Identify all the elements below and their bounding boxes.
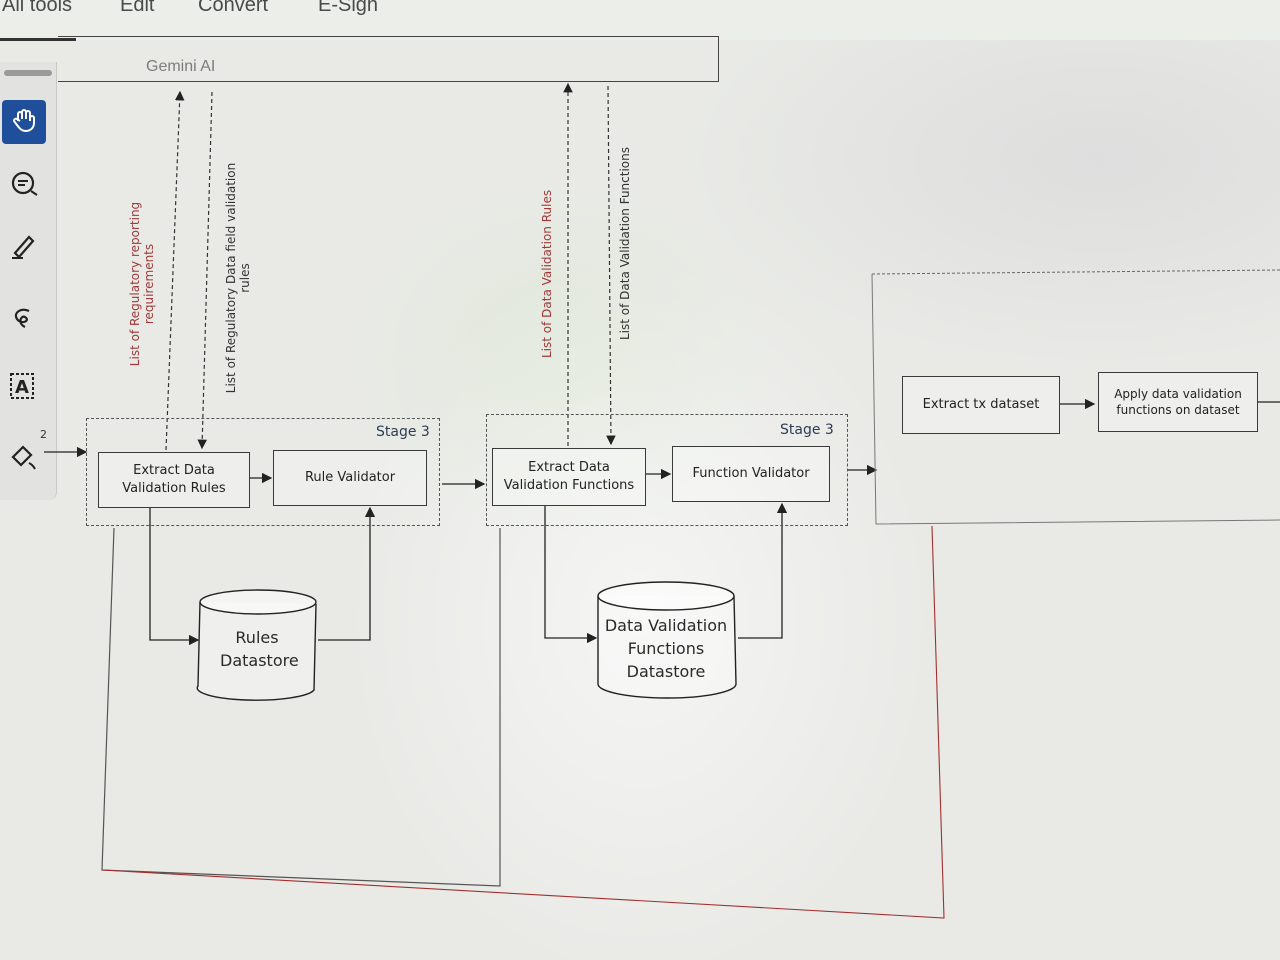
rule-validator-box[interactable]: Rule Validator bbox=[273, 450, 427, 506]
apply-functions-box[interactable]: Apply data validation functions on datas… bbox=[1098, 372, 1258, 432]
stage-rules-label: Stage 3 bbox=[376, 424, 430, 440]
highlight-tool-button[interactable] bbox=[2, 226, 46, 270]
gemini-ai-swimlane bbox=[58, 36, 719, 82]
draw-tool-button[interactable] bbox=[2, 298, 46, 342]
swimlane-title: Gemini AI bbox=[146, 58, 216, 75]
draw-loop-icon bbox=[9, 303, 39, 337]
stage-functions-container bbox=[486, 414, 848, 526]
menu-all-tools[interactable]: All tools bbox=[2, 0, 73, 16]
fill-sign-icon bbox=[9, 443, 39, 477]
hand-tool-button[interactable] bbox=[2, 100, 46, 144]
rules-datastore[interactable]: Rules Datastore bbox=[220, 628, 299, 670]
menu-convert[interactable]: Convert bbox=[198, 0, 269, 16]
tool-rail: A bbox=[0, 62, 57, 500]
text-tool-button[interactable]: A bbox=[2, 366, 46, 410]
label-data-validation-functions: List of Data Validation Functions bbox=[618, 146, 632, 340]
label-field-validation-rules: List of Regulatory Data field validation… bbox=[224, 162, 252, 394]
label-data-validation-rules: List of Data Validation Rules bbox=[540, 189, 554, 358]
text-select-icon: A bbox=[9, 371, 39, 405]
top-menu-bar: All tools Edit Convert E-Sign bbox=[0, 0, 1280, 41]
stage-functions-label: Stage 3 bbox=[780, 422, 834, 438]
extract-functions-box[interactable]: Extract Data Validation Functions bbox=[492, 448, 646, 506]
comment-icon bbox=[9, 169, 39, 203]
active-menu-indicator bbox=[0, 38, 76, 41]
function-validator-box[interactable]: Function Validator bbox=[672, 446, 830, 502]
stage-rules-container bbox=[86, 418, 440, 526]
menu-edit[interactable]: Edit bbox=[120, 0, 155, 16]
comment-tool-button[interactable] bbox=[2, 164, 46, 208]
extract-rules-box[interactable]: Extract Data Validation Rules bbox=[98, 452, 250, 508]
menu-esign[interactable]: E-Sign bbox=[318, 0, 379, 16]
page-marker: 2 bbox=[40, 428, 47, 441]
fill-sign-tool-button[interactable] bbox=[2, 438, 46, 482]
extract-tx-dataset-box[interactable]: Extract tx dataset bbox=[902, 376, 1060, 434]
hand-icon bbox=[10, 106, 38, 138]
rail-grip bbox=[4, 70, 52, 76]
svg-text:A: A bbox=[15, 377, 29, 398]
functions-datastore[interactable]: Data Validation Functions Datastore bbox=[604, 616, 728, 681]
label-regulatory-requirements: List of Regulatory reporting requirement… bbox=[128, 201, 156, 367]
highlight-pen-icon bbox=[9, 231, 39, 265]
